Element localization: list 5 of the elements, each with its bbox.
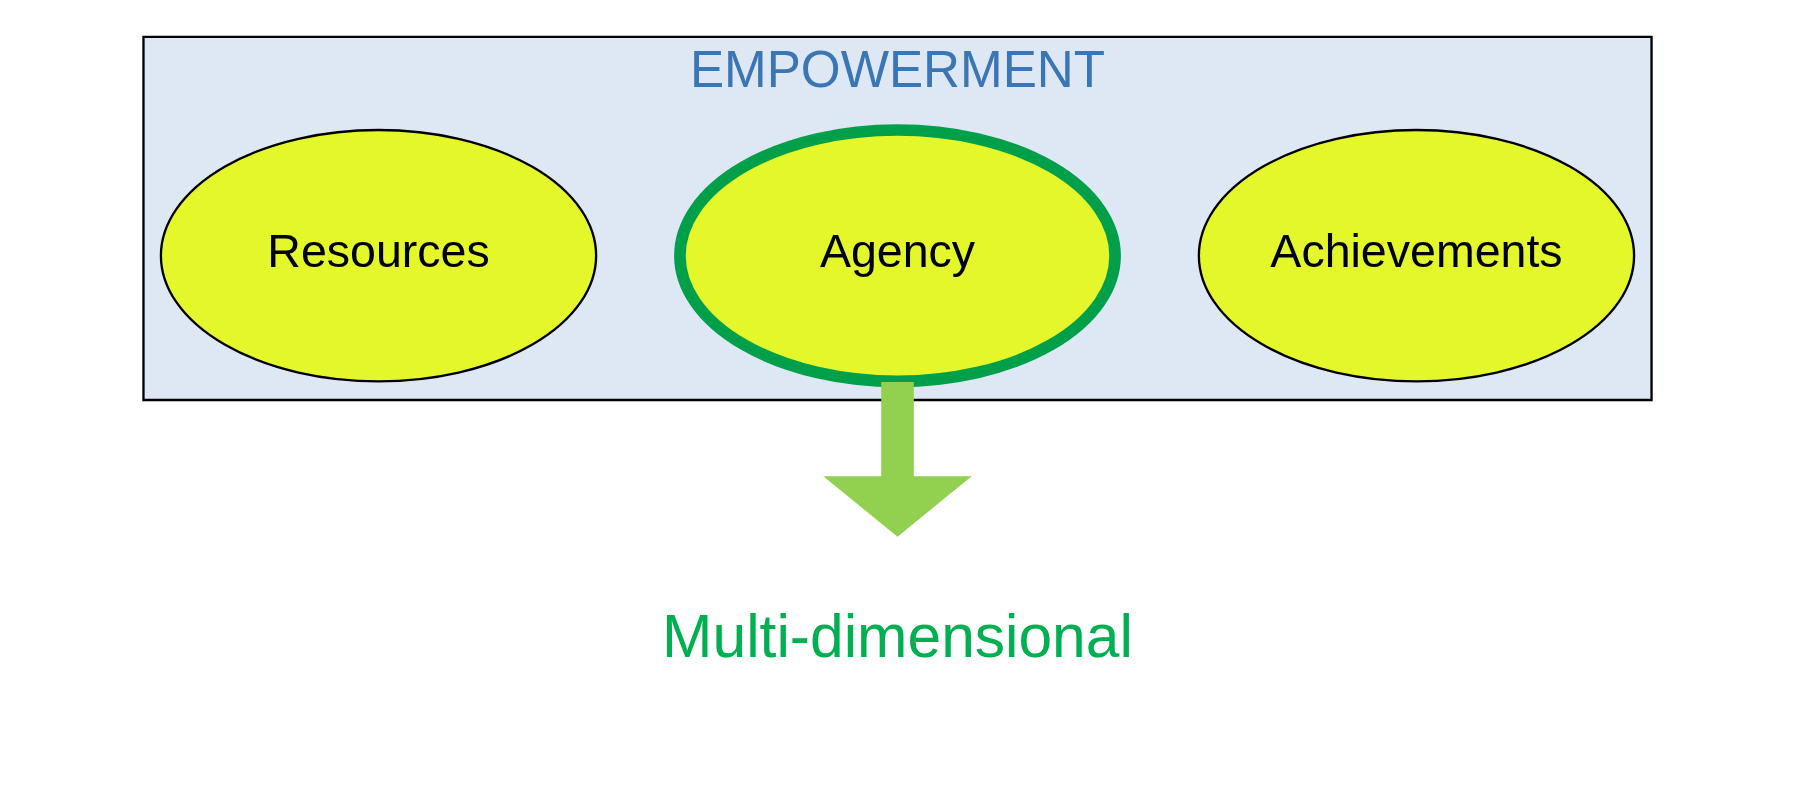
- node-ellipse: Agency: [674, 123, 1121, 387]
- node-ellipse: Resources: [159, 128, 598, 383]
- node-ellipse: Achievements: [1197, 128, 1636, 383]
- node-text: Multi-dimensional: [662, 601, 1133, 670]
- arrow: [823, 381, 972, 537]
